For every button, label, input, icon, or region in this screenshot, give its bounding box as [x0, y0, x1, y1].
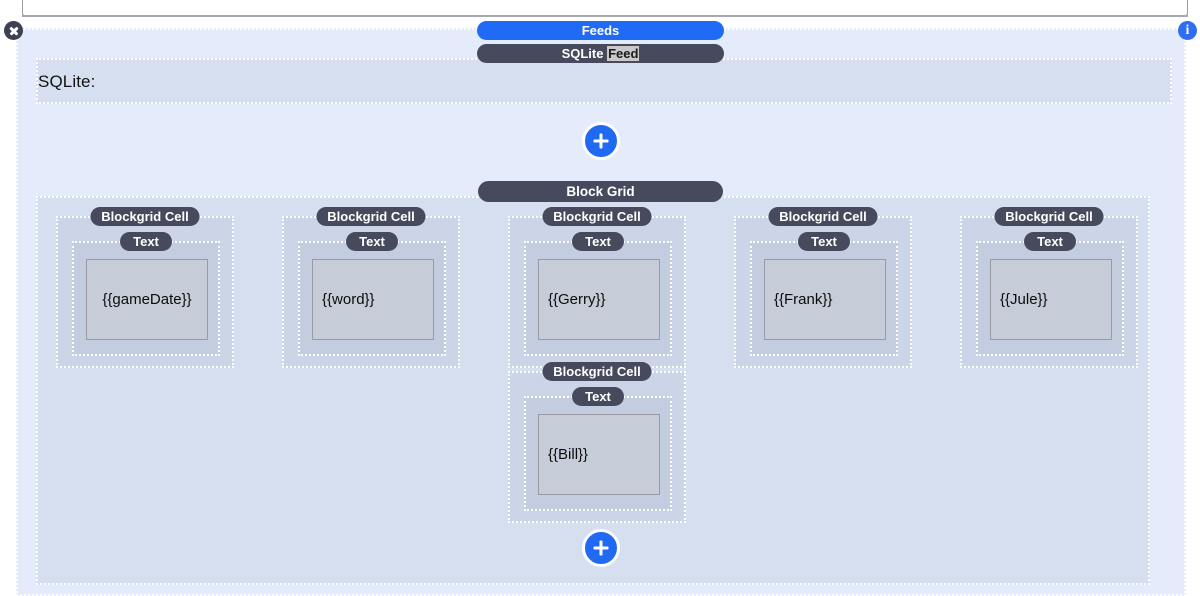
- top-input-shell[interactable]: [22, 0, 1188, 16]
- text-value-box[interactable]: {{gameDate}}: [86, 259, 208, 340]
- block-grid-badge[interactable]: Block Grid: [478, 181, 723, 202]
- text-block[interactable]: Text {{Gerry}}: [524, 232, 672, 356]
- blockgrid-cell-badge[interactable]: Blockgrid Cell: [768, 207, 878, 226]
- block-grid-container[interactable]: Blockgrid Cell Text {{gameDate}} Blockgr…: [36, 196, 1150, 585]
- sqlite-panel-label: SQLite:: [38, 72, 96, 91]
- text-value: {{Jule}}: [1000, 291, 1048, 308]
- blockgrid-cell[interactable]: Blockgrid Cell Text {{Gerry}}: [508, 207, 686, 368]
- info-icon[interactable]: i: [1178, 21, 1197, 40]
- add-block-button-top[interactable]: [582, 122, 620, 160]
- text-block[interactable]: Text {{Jule}}: [976, 232, 1124, 356]
- text-value: {{word}}: [322, 291, 375, 308]
- add-block-button-bottom[interactable]: [582, 529, 620, 567]
- toolbar-divider: [22, 15, 1188, 17]
- blockgrid-cell[interactable]: Blockgrid Cell Text {{Jule}}: [960, 207, 1138, 368]
- text-value-box[interactable]: {{Bill}}: [538, 414, 660, 495]
- text-badge[interactable]: Text: [120, 232, 172, 251]
- blockgrid-cell[interactable]: Blockgrid Cell Text {{gameDate}}: [56, 207, 234, 368]
- sqlite-feed-panel[interactable]: [36, 58, 1172, 104]
- text-block[interactable]: Text {{gameDate}}: [72, 232, 220, 356]
- text-value: {{Gerry}}: [548, 291, 606, 308]
- text-value: {{Bill}}: [548, 446, 589, 463]
- top-toolbar-strip: [0, 0, 1200, 18]
- blockgrid-cell-badge[interactable]: Blockgrid Cell: [90, 207, 200, 226]
- text-value-box[interactable]: {{word}}: [312, 259, 434, 340]
- blockgrid-cell-badge[interactable]: Blockgrid Cell: [994, 207, 1104, 226]
- text-badge[interactable]: Text: [798, 232, 850, 251]
- blockgrid-cell-badge[interactable]: Blockgrid Cell: [542, 207, 652, 226]
- blockgrid-cell-badge[interactable]: Blockgrid Cell: [542, 362, 652, 381]
- text-badge[interactable]: Text: [346, 232, 398, 251]
- blockgrid-cell[interactable]: Blockgrid Cell Text {{word}}: [282, 207, 460, 368]
- text-badge[interactable]: Text: [572, 232, 624, 251]
- feeds-badge[interactable]: Feeds: [477, 21, 724, 40]
- sqlite-feed-badge[interactable]: SQLite Feed: [477, 44, 724, 63]
- text-badge[interactable]: Text: [1024, 232, 1076, 251]
- close-icon[interactable]: [4, 21, 23, 40]
- text-block[interactable]: Text {{word}}: [298, 232, 446, 356]
- text-value-box[interactable]: {{Jule}}: [990, 259, 1112, 340]
- sqlite-feed-badge-selection: Feed: [607, 46, 640, 61]
- text-value: {{gameDate}}: [102, 291, 192, 308]
- text-value-box[interactable]: {{Gerry}}: [538, 259, 660, 340]
- text-block[interactable]: Text {{Frank}}: [750, 232, 898, 356]
- text-value: {{Frank}}: [774, 291, 833, 308]
- text-block[interactable]: Text {{Bill}}: [524, 387, 672, 511]
- sqlite-feed-badge-prefix: SQLite: [561, 46, 608, 61]
- blockgrid-cell[interactable]: Blockgrid Cell Text {{Bill}}: [508, 362, 686, 523]
- text-value-box[interactable]: {{Frank}}: [764, 259, 886, 340]
- text-badge[interactable]: Text: [572, 387, 624, 406]
- blockgrid-cell[interactable]: Blockgrid Cell Text {{Frank}}: [734, 207, 912, 368]
- blockgrid-cell-badge[interactable]: Blockgrid Cell: [316, 207, 426, 226]
